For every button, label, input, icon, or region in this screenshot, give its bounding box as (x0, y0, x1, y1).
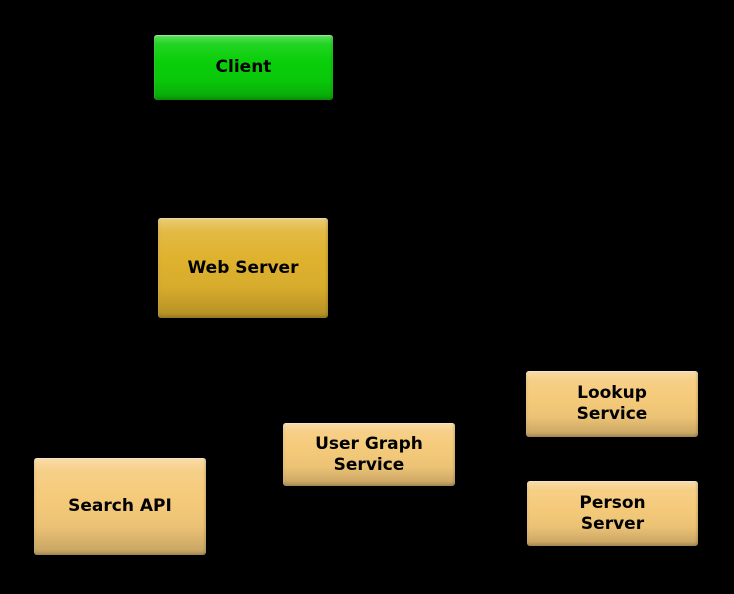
node-user-graph-service: User Graph Service (283, 423, 455, 486)
node-user-graph-service-label: User Graph Service (315, 433, 423, 475)
node-web-server-label: Web Server (187, 257, 299, 278)
node-client-label: Client (215, 57, 272, 77)
node-web-server: Web Server (158, 218, 328, 318)
node-lookup-service: Lookup Service (526, 371, 698, 437)
node-search-api: Search API (34, 458, 206, 555)
node-person-server-label: Person Server (579, 492, 646, 534)
node-search-api-label: Search API (68, 496, 172, 516)
node-person-server: Person Server (527, 481, 698, 546)
node-lookup-service-label: Lookup Service (576, 383, 648, 424)
node-client: Client (154, 35, 333, 100)
